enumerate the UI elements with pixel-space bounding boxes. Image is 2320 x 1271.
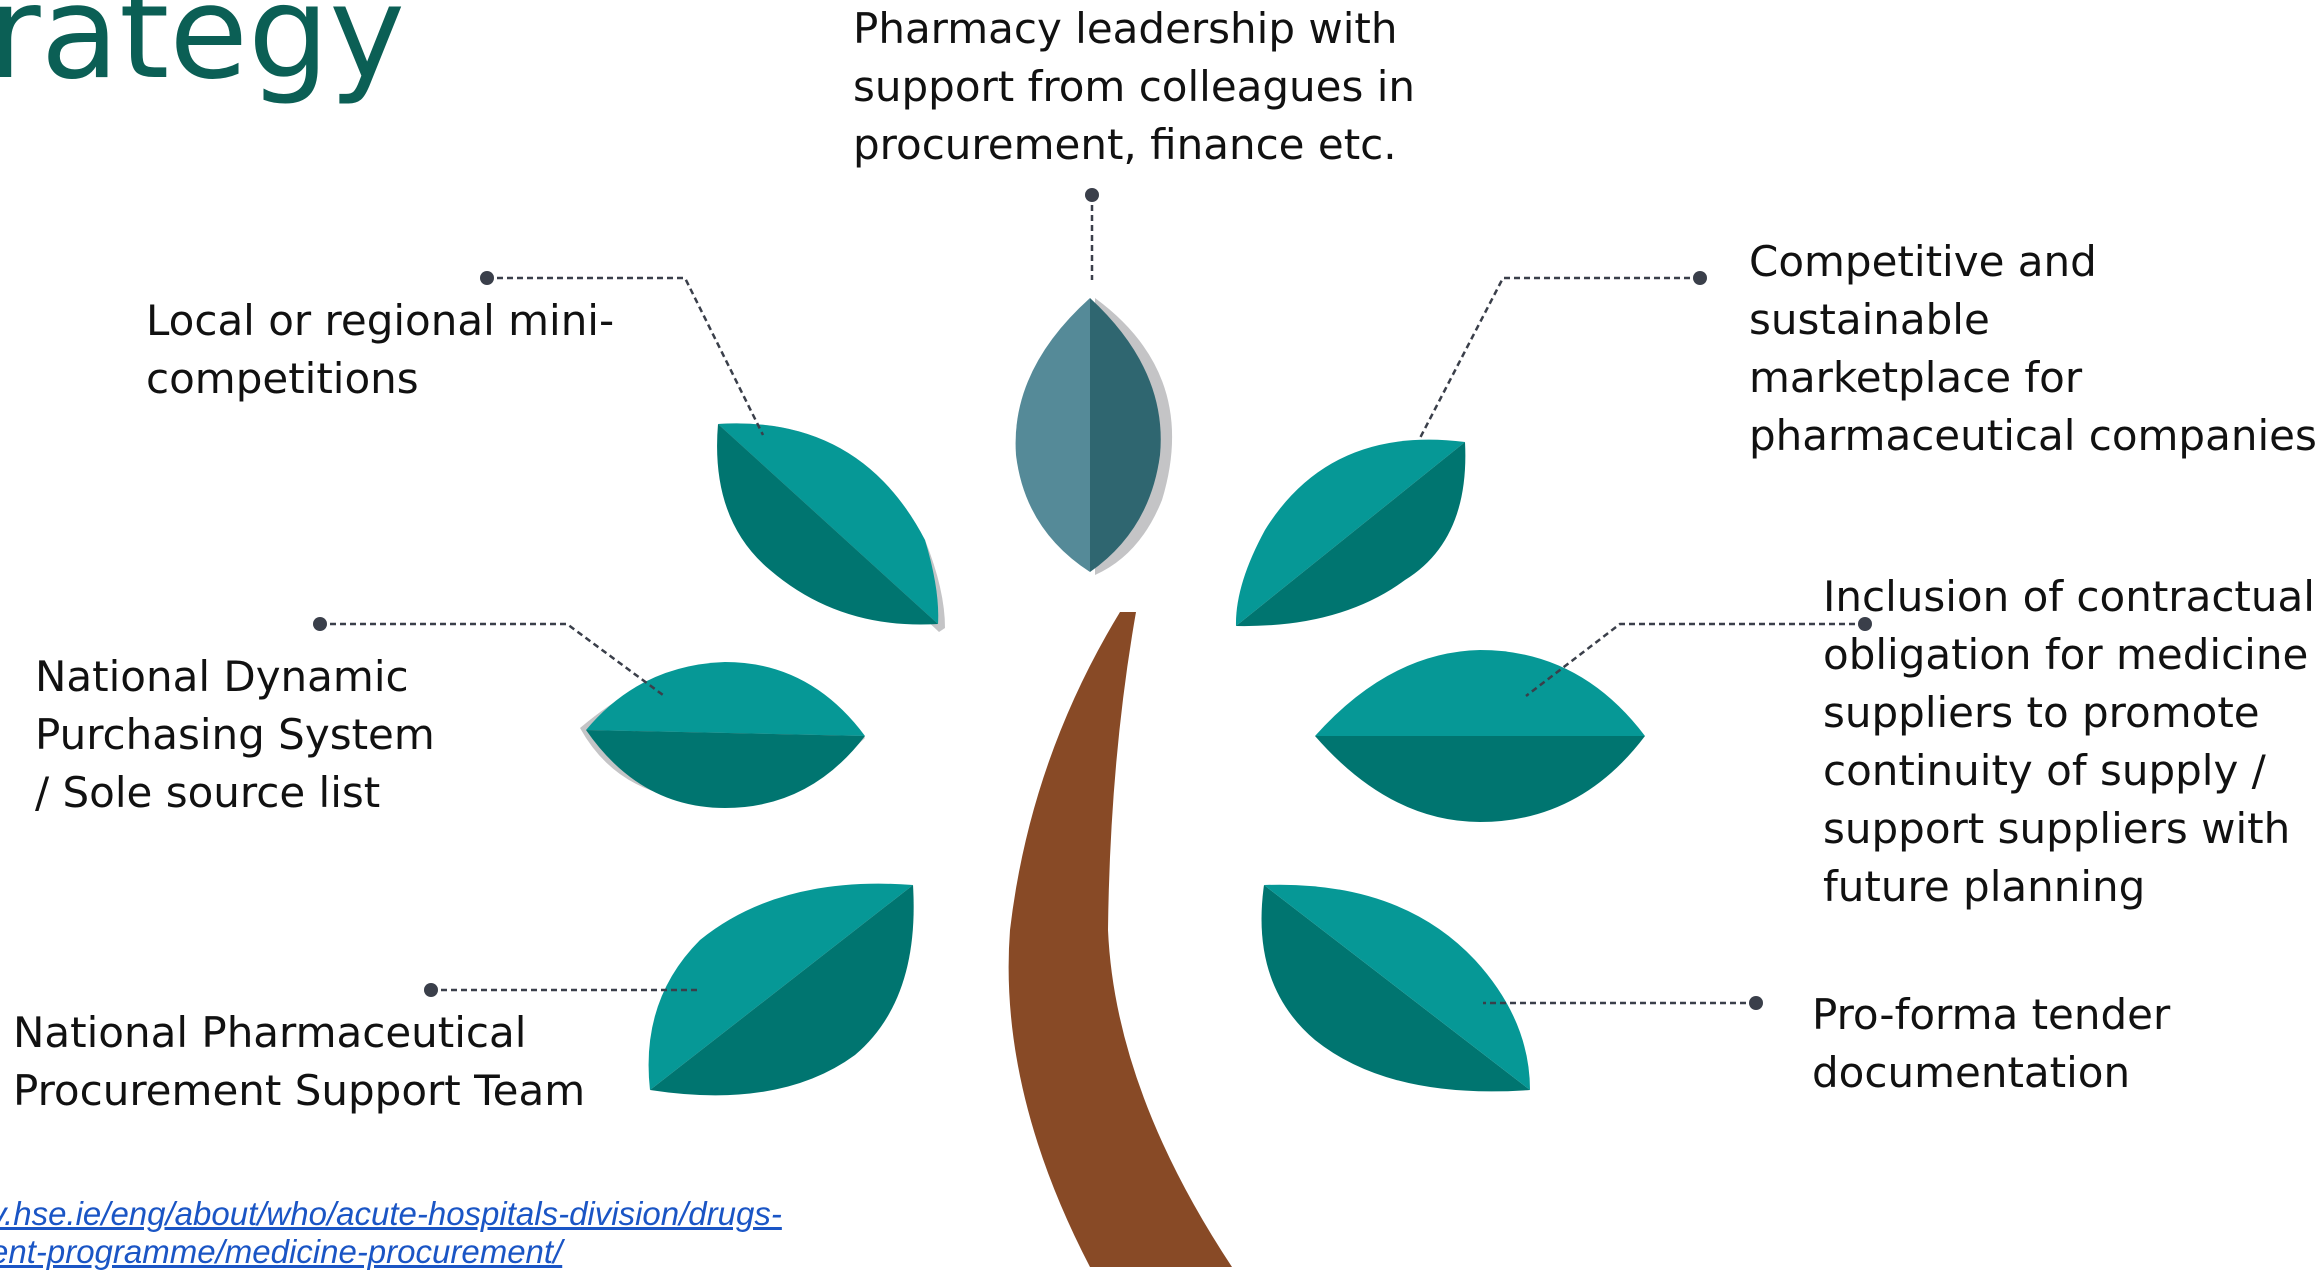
connector-upper-left <box>480 271 765 436</box>
leaf-lower-right <box>1261 884 1530 1092</box>
connector-top <box>1085 188 1099 280</box>
connector-lower-left <box>424 983 698 997</box>
leaf-middle-right <box>1315 650 1645 822</box>
label-mini-competitions: Local or regional mini- competitions <box>146 296 615 403</box>
reference-link[interactable]: v.hse.ie/eng/about/who/acute-hospitals-d… <box>0 1195 782 1270</box>
leaf-upper-left <box>717 423 945 632</box>
label-tender-documentation: Pro-forma tender documentation <box>1812 990 2171 1097</box>
leaf-middle-left <box>580 662 865 808</box>
label-contractual-obligation: Inclusion of contractual obligation for … <box>1823 572 2315 911</box>
label-support-team: National Pharmaceutical Procurement Supp… <box>13 1008 586 1115</box>
connector-middle-right <box>1525 617 1872 697</box>
label-competitive-marketplace: Competitive and sustainable marketplace … <box>1749 237 2317 460</box>
label-dynamic-purchasing: National Dynamic Purchasing System / Sol… <box>35 652 435 817</box>
leaf-top <box>1015 298 1173 575</box>
leaf-upper-right <box>1235 439 1466 627</box>
tree-trunk <box>1008 612 1232 1267</box>
connector-upper-right <box>1418 271 1707 439</box>
leaf-lower-left <box>648 883 914 1096</box>
slide-title: rategy <box>0 0 405 108</box>
connector-lower-right <box>1483 996 1763 1010</box>
label-pharmacy-leadership: Pharmacy leadership with support from co… <box>853 4 1416 169</box>
connector-middle-left <box>313 617 664 697</box>
